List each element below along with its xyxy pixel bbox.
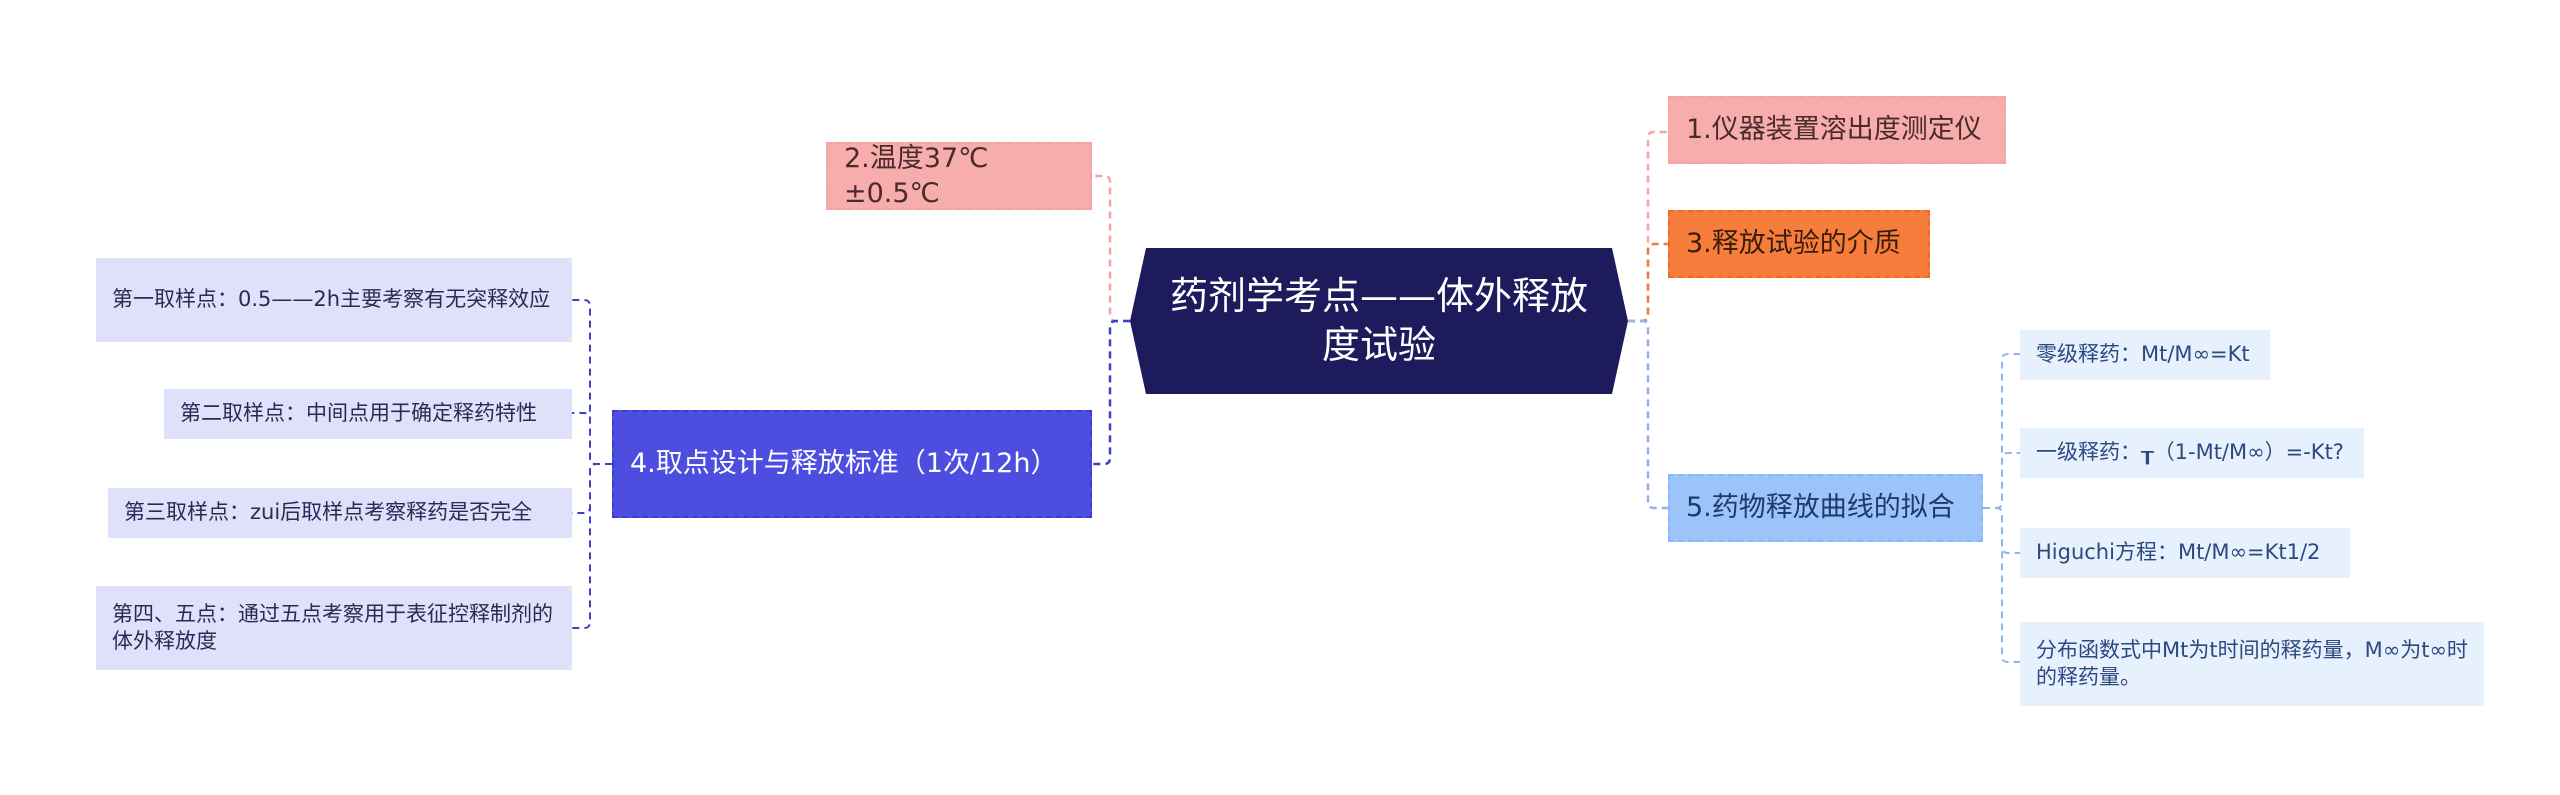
connector-b4-c3 (572, 463, 612, 514)
branch-node-1[interactable]: 1.仪器装置溶出度测定仪 (1668, 96, 2006, 164)
branch-5-child-1[interactable]: 零级释药：Mt/M∞=Kt (2020, 330, 2270, 380)
branch-node-5[interactable]: 5.药物释放曲线的拟合 (1668, 474, 1983, 542)
root-node[interactable]: 药剂学考点——体外释放度试验 (1130, 248, 1628, 394)
branch-node-3[interactable]: 3.释放试验的介质 (1668, 210, 1930, 278)
branch-4-child-1[interactable]: 第一取样点：0.5——2h主要考察有无突释效应 (96, 258, 572, 342)
branch-4-child-1-text: 第一取样点：0.5——2h主要考察有无突释效应 (112, 287, 551, 312)
connector-root-b5 (1628, 319, 1668, 510)
connector-b4-c4 (572, 463, 612, 629)
branch-5-child-3-text: Higuchi方程：Mt/M∞=Kt1/2 (2036, 540, 2321, 565)
branch-5-child-4-text: 分布函数式中Mt为t时间的释药量，M∞为t∞时的释药量。 (2036, 637, 2468, 689)
branch-5-child-3[interactable]: Higuchi方程：Mt/M∞=Kt1/2 (2020, 528, 2350, 578)
root-title: 药剂学考点——体外释放度试验 (1169, 273, 1588, 367)
connector-root-b1 (1628, 130, 1668, 323)
branch-5-child-4[interactable]: 分布函数式中Mt为t时间的释药量，M∞为t∞时的释药量。 (2020, 622, 2484, 706)
branch-4-child-3-text: 第三取样点：zui后取样点考察释药是否完全 (124, 500, 533, 525)
connector-b5-c4 (1983, 507, 2020, 663)
branch-5-child-2[interactable]: 一级释药：┰（1-Mt/M∞）=-Kt? (2020, 428, 2364, 478)
connector-b4-c2 (572, 412, 612, 465)
connector-b4-c1 (572, 299, 612, 465)
branch-3-label: 3.释放试验的介质 (1686, 228, 1901, 260)
branch-4-label: 4.取点设计与释放标准（1次/12h） (630, 448, 1058, 480)
connector-root-b3 (1628, 242, 1668, 323)
branch-4-child-3[interactable]: 第三取样点：zui后取样点考察释药是否完全 (108, 488, 572, 538)
branch-2-label: 2.温度37℃±0.5℃ (844, 142, 989, 209)
branch-1-label: 1.仪器装置溶出度测定仪 (1686, 114, 1982, 146)
branch-5-label: 5.药物释放曲线的拟合 (1686, 492, 1955, 524)
branch-node-4[interactable]: 4.取点设计与释放标准（1次/12h） (612, 410, 1092, 518)
branch-node-2[interactable]: 2.温度37℃±0.5℃ (826, 142, 1092, 210)
branch-5-child-2-text: 一级释药：┰（1-Mt/M∞）=-Kt? (2036, 440, 2344, 465)
branch-4-child-4[interactable]: 第四、五点：通过五点考察用于表征控释制剂的体外释放度 (96, 586, 572, 670)
branch-4-child-2-text: 第二取样点：中间点用于确定释药特性 (180, 401, 537, 426)
root-shape (1130, 248, 1628, 394)
branch-4-child-2[interactable]: 第二取样点：中间点用于确定释药特性 (164, 389, 572, 439)
branch-4-child-4-text: 第四、五点：通过五点考察用于表征控释制剂的体外释放度 (112, 601, 553, 653)
branch-5-child-1-text: 零级释药：Mt/M∞=Kt (2036, 342, 2250, 367)
connector-root-b4 (1092, 319, 1130, 466)
connector-b5-c2 (1983, 452, 2020, 509)
connector-root-b2 (1092, 174, 1130, 323)
